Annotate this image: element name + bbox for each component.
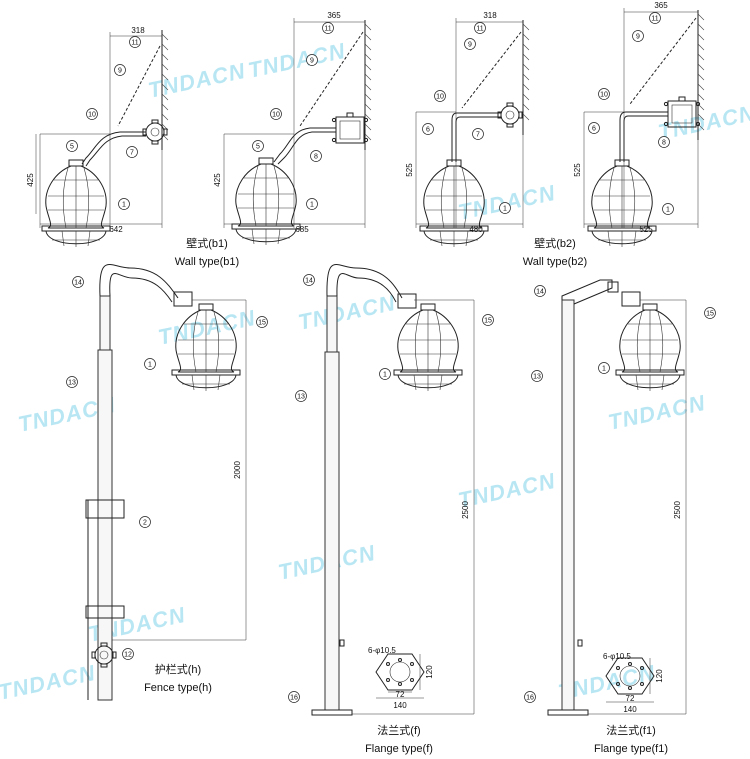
svg-text:9: 9	[636, 34, 640, 41]
svg-text:11: 11	[651, 16, 658, 23]
flange-pcd: 72	[396, 690, 405, 699]
svg-text:9: 9	[118, 68, 122, 75]
watermark: TNDACN	[456, 180, 558, 225]
wall-type-b2-drawing: 318 525 480 11 9 10 6 7 1 壁式(b2) Wall ty…	[405, 11, 587, 268]
svg-text:9: 9	[310, 58, 314, 65]
svg-text:13: 13	[68, 380, 76, 387]
callouts: 11 9 10 6 7 1	[422, 22, 511, 214]
svg-text:1: 1	[122, 202, 126, 209]
svg-text:16: 16	[290, 695, 298, 702]
svg-text:12: 12	[124, 652, 132, 659]
caption-cn-b2: 壁式(b2)	[534, 236, 576, 250]
svg-text:11: 11	[324, 26, 331, 33]
dim-height: 2500	[673, 501, 682, 519]
watermark: TNDACN	[0, 660, 98, 705]
flange-holes: 6-φ10.5	[603, 652, 631, 661]
svg-text:14: 14	[305, 278, 313, 285]
wall-type-b1-drawing: 318 425 642 11 9 10 5 7 1 壁式(b1) Wall ty…	[26, 26, 239, 268]
dim-bottom: 685	[295, 225, 309, 234]
flange-width: 140	[393, 701, 407, 710]
dim-height: 425	[213, 173, 222, 187]
svg-text:6: 6	[592, 126, 596, 133]
callouts: 14 15 1 13 16	[524, 285, 716, 703]
dim-top: 318	[483, 11, 497, 20]
dim-top: 365	[327, 11, 341, 20]
dim-top: 318	[131, 26, 145, 35]
dim-top: 365	[654, 1, 668, 10]
wall-type-b1-variant-drawing: 365 425 685 11 9 10 5 8 1	[213, 11, 372, 246]
caption-cn-f: 法兰式(f)	[377, 723, 420, 737]
svg-text:1: 1	[383, 372, 387, 379]
svg-text:13: 13	[297, 394, 305, 401]
svg-text:7: 7	[476, 132, 480, 139]
flange-height: 120	[425, 665, 434, 679]
watermark: TNDACN	[156, 305, 258, 350]
svg-text:14: 14	[74, 280, 82, 287]
caption-en-b1: Wall type(b1)	[175, 256, 239, 268]
svg-text:10: 10	[88, 112, 96, 119]
svg-text:15: 15	[706, 311, 714, 318]
flange-type-f1-drawing: 2500 6-φ10.5 72 140 120 14 15 1 13 16 法兰…	[524, 279, 716, 755]
svg-text:15: 15	[484, 318, 492, 325]
dim-bottom: 642	[109, 225, 123, 234]
svg-text:1: 1	[666, 207, 670, 214]
dim-bottom: 525	[639, 225, 653, 234]
flange-type-f-drawing: 2500 6-φ10.5 72 140 120 14 15 1 13 16 法兰…	[288, 264, 494, 755]
callouts: 14 15 1 13 2 12	[66, 276, 268, 660]
watermark: TNDACN	[246, 38, 348, 83]
watermark: TNDACN	[456, 468, 558, 513]
flange-detail: 6-φ10.5 72 140 120	[603, 652, 664, 714]
dim-height: 525	[405, 163, 414, 177]
dim-bottom: 480	[469, 225, 483, 234]
svg-text:8: 8	[314, 154, 318, 161]
svg-text:10: 10	[436, 94, 444, 101]
svg-text:5: 5	[256, 144, 260, 151]
svg-text:5: 5	[70, 144, 74, 151]
flange-detail: 6-φ10.5 72 140 120	[368, 646, 434, 710]
dim-height: 425	[26, 173, 35, 187]
caption-en-b2: Wall type(b2)	[523, 256, 587, 268]
watermark: TNDACN	[146, 58, 248, 103]
caption-cn-f1: 法兰式(f1)	[606, 723, 656, 737]
caption-cn-b1: 壁式(b1)	[186, 236, 228, 250]
flange-height: 120	[655, 669, 664, 683]
svg-text:8: 8	[662, 140, 666, 147]
svg-text:14: 14	[536, 289, 544, 296]
svg-text:11: 11	[476, 26, 483, 33]
watermark: TNDACN	[656, 100, 750, 145]
svg-text:11: 11	[131, 40, 138, 47]
svg-text:2: 2	[143, 520, 147, 527]
svg-text:10: 10	[272, 112, 280, 119]
svg-text:1: 1	[310, 202, 314, 209]
caption-en-h: Fence type(h)	[144, 682, 212, 694]
wall-type-b2-variant-drawing: 365 525 525 11 9 10 6 8 1	[573, 1, 705, 248]
dim-height: 2000	[233, 461, 242, 479]
svg-text:15: 15	[258, 320, 266, 327]
dim-height: 2500	[461, 501, 470, 519]
svg-text:1: 1	[148, 362, 152, 369]
svg-text:13: 13	[533, 374, 541, 381]
flange-width: 140	[623, 705, 637, 714]
callouts: 11 9 10 5 7 1	[66, 36, 141, 210]
svg-text:7: 7	[130, 150, 134, 157]
svg-text:10: 10	[600, 92, 608, 99]
svg-text:1: 1	[503, 206, 507, 213]
svg-text:16: 16	[526, 695, 534, 702]
callouts: 14 15 1 13 16	[288, 274, 494, 703]
caption-en-f: Flange type(f)	[365, 743, 433, 755]
svg-text:6: 6	[426, 127, 430, 134]
svg-text:1: 1	[602, 366, 606, 373]
svg-text:9: 9	[468, 42, 472, 49]
callouts: 11 9 10 6 8 1	[588, 12, 674, 215]
flange-holes: 6-φ10.5	[368, 646, 396, 655]
watermark: TNDACN	[606, 390, 708, 435]
caption-en-f1: Flange type(f1)	[594, 743, 668, 755]
caption-cn-h: 护栏式(h)	[155, 662, 201, 676]
dim-height: 525	[573, 163, 582, 177]
watermark: TNDACN	[296, 290, 398, 335]
callouts: 11 9 10 5 8 1	[252, 22, 334, 210]
fence-type-h-drawing: 2000 14 15 1 13 2 12 护栏式(h) Fence type(h…	[66, 264, 268, 701]
flange-pcd: 72	[626, 694, 635, 703]
